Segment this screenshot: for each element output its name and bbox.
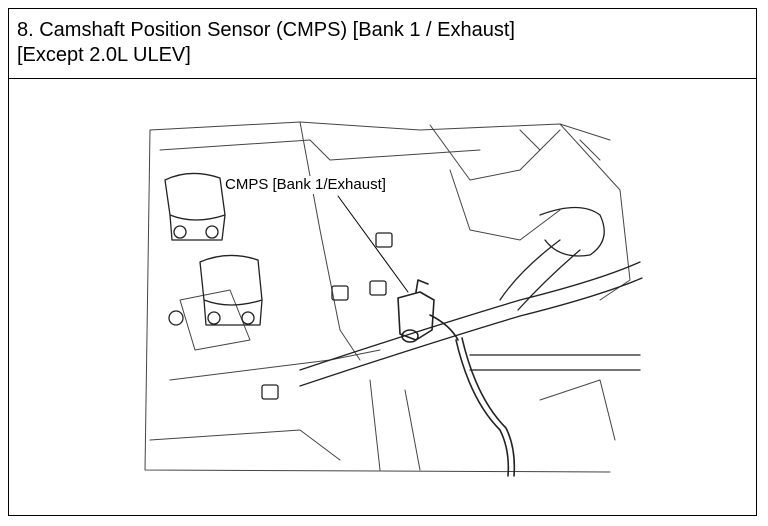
section-header: 8. Camshaft Position Sensor (CMPS) [Bank…: [9, 9, 756, 79]
engine-block-outline: [144, 121, 631, 473]
wiring-harness: [299, 206, 643, 387]
callout-leader-line: [337, 195, 409, 293]
section-title: 8. Camshaft Position Sensor (CMPS) [Bank…: [17, 19, 515, 41]
ignition-coil-1: [164, 172, 226, 241]
ignition-coil-2: [168, 254, 263, 326]
cam-cover-bolts: [261, 232, 393, 400]
procedure-panel: 8. Camshaft Position Sensor (CMPS) [Bank…: [8, 8, 757, 516]
cmps-callout-label: CMPS [Bank 1/Exhaust]: [223, 176, 388, 194]
cmps-sensor: [397, 279, 516, 477]
section-subtitle: [Except 2.0L ULEV]: [17, 44, 191, 66]
